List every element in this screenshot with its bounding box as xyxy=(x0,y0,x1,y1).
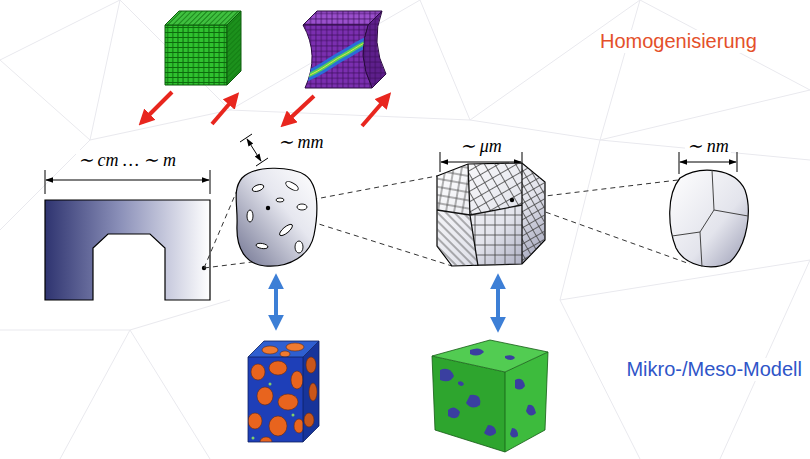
nano-grain xyxy=(670,170,749,267)
scale-label: ∼ cm … ∼ m xyxy=(76,150,178,171)
shear-band xyxy=(296,38,378,80)
scale-label: ∼ mm xyxy=(276,132,326,153)
grain-boundaries xyxy=(437,163,522,266)
polycrystal xyxy=(437,163,545,266)
meso-structure xyxy=(236,168,317,266)
pores xyxy=(247,180,307,253)
model-arrows xyxy=(276,278,498,328)
dimension-line xyxy=(240,134,268,166)
section-heading: Homogenisierung xyxy=(598,30,759,53)
dimension-line xyxy=(45,170,210,194)
homogenization-arrows xyxy=(142,92,388,126)
cube-face xyxy=(227,11,241,85)
pore-phase xyxy=(440,369,496,436)
deformed-cube xyxy=(296,11,386,88)
micro-model-cube xyxy=(432,340,548,452)
section-heading: Mikro-/Meso-Modell xyxy=(624,358,804,381)
inclusions xyxy=(248,361,303,442)
macro-component xyxy=(45,200,210,300)
scale-label: ∼ nm xyxy=(685,136,731,157)
scale-label: ∼ μm xyxy=(458,136,504,157)
homogenized-cube xyxy=(165,11,241,85)
meso-model-cube xyxy=(248,341,319,447)
cube-face xyxy=(165,25,227,85)
